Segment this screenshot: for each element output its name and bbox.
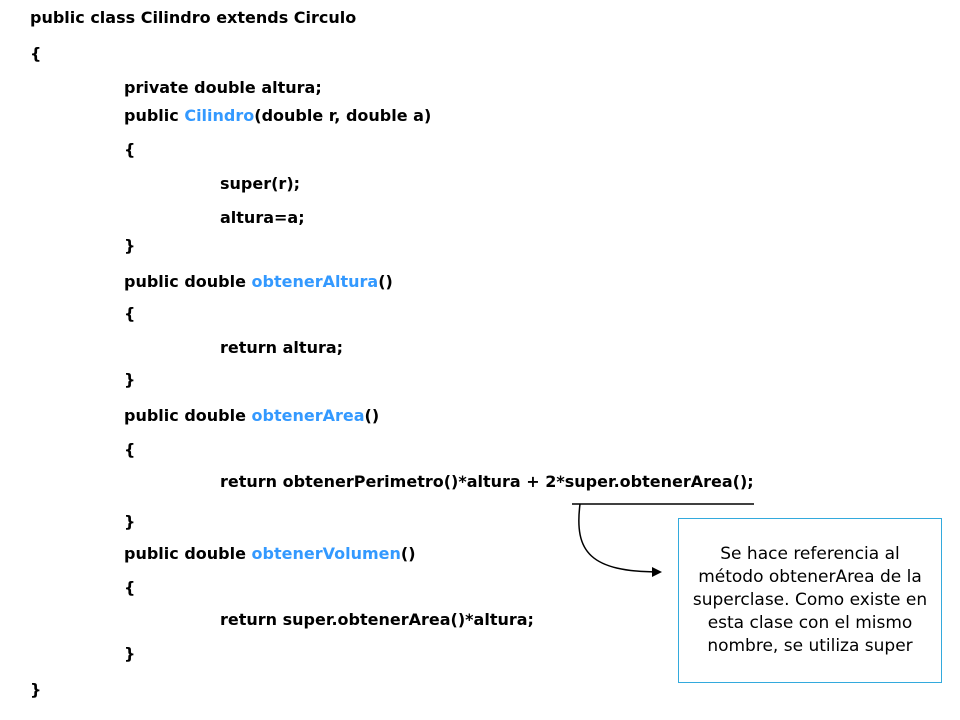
assign-line: altura=a; [220, 208, 305, 227]
constructor-signature: public Cilindro(double r, double a) [124, 106, 431, 126]
field-declaration: private double altura; [124, 78, 322, 97]
m1-name: obtenerAltura [251, 272, 379, 291]
m1-prefix: public double [124, 272, 252, 291]
m1-body-line: return altura; [220, 338, 344, 357]
m1-open-brace: { [124, 304, 136, 323]
ctor-prefix: public [124, 106, 185, 125]
m2-open-brace: { [124, 440, 136, 459]
callout-box: Se hace referencia al método obtenerArea… [678, 518, 942, 683]
m2-close-brace: } [124, 512, 136, 531]
m2-name: obtenerArea [251, 406, 365, 425]
m3-open-brace: { [124, 578, 136, 597]
m3-name: obtenerVolumen [251, 544, 401, 563]
callout-arrow [578, 503, 662, 577]
m3-body-line: return super.obtenerArea()*altura; [220, 610, 534, 629]
m3-prefix: public double [124, 544, 252, 563]
m2-body-line: return obtenerPerimetro()*altura + 2*sup… [220, 472, 754, 491]
super-call-line: super(r); [220, 174, 301, 193]
ctor-name: Cilindro [184, 106, 255, 125]
ctor-close-brace: } [124, 236, 136, 255]
m3-close-brace: } [124, 644, 136, 663]
m3-params: () [400, 544, 416, 563]
ctor-open-brace: { [124, 140, 136, 159]
class-declaration: public class Cilindro extends Circulo [30, 8, 357, 27]
class-close-brace: } [30, 680, 42, 699]
method-obtener-volumen-signature: public double obtenerVolumen() [124, 544, 416, 564]
method-obtener-area-signature: public double obtenerArea() [124, 406, 379, 426]
m1-close-brace: } [124, 370, 136, 389]
m1-params: () [378, 272, 393, 291]
class-open-brace: { [30, 44, 42, 63]
m2-params: () [364, 406, 380, 425]
callout-text: Se hace referencia al método obtenerArea… [692, 544, 928, 656]
m2-prefix: public double [124, 406, 252, 425]
ctor-params: (double r, double a) [254, 106, 432, 125]
method-obtener-altura-signature: public double obtenerAltura() [124, 272, 393, 292]
